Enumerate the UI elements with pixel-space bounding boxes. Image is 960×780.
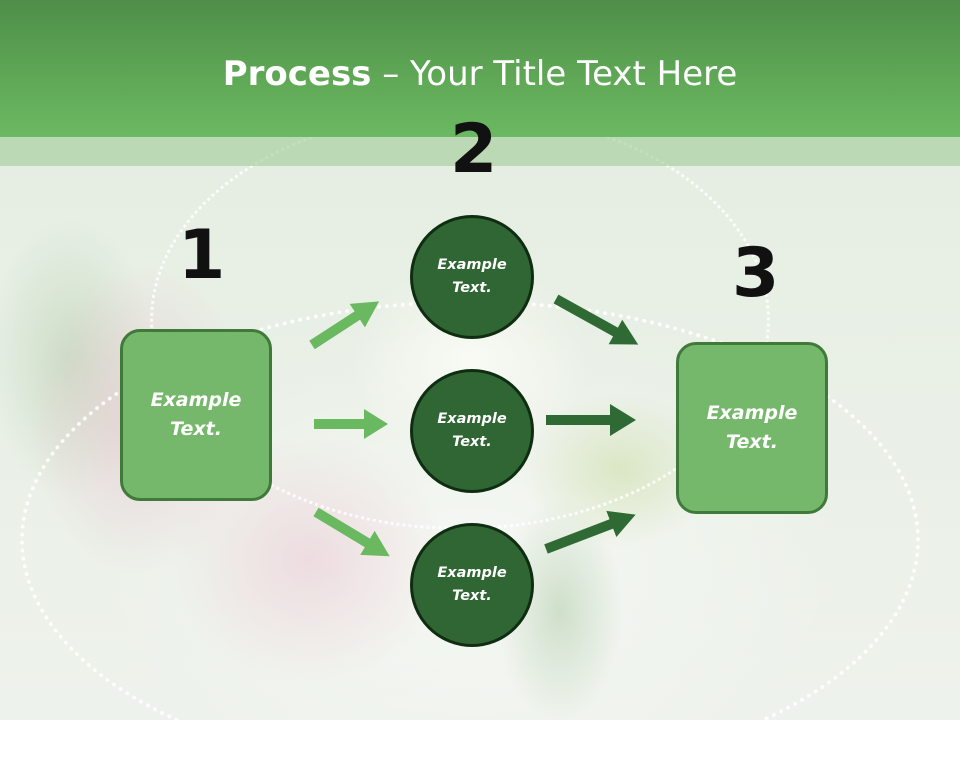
middle-circle-top[interactable]: Example Text. [410,215,534,339]
middle-circle-top-text: Example Text. [437,257,507,296]
middle-circle-bottom[interactable]: Example Text. [410,523,534,647]
title-rest-part: – Your Title Text Here [371,54,738,94]
right-step-box[interactable]: Example Text. [676,342,828,514]
arrow-center-to-right-icon [546,404,636,436]
process-arrows [309,294,639,557]
step-number-1: 1 [178,216,226,295]
title-bar-band [0,137,960,166]
left-step-box-text: Example Text. [150,389,242,440]
left-step-box[interactable]: Example Text. [120,329,272,501]
title-bar [0,0,960,137]
arrow-bottom-to-right-icon [544,510,636,554]
arrow-left-to-center-icon [314,409,388,439]
arrow-top-to-right-icon [553,294,639,345]
arrow-left-to-bottom-icon [313,507,390,557]
step-number-2: 2 [450,110,498,189]
dark-arrows [544,294,639,554]
slide-title[interactable]: Process – Your Title Text Here [0,52,960,96]
title-bold-part: Process [222,54,372,94]
middle-circle-center[interactable]: Example Text. [410,369,534,493]
middle-circle-center-text: Example Text. [437,411,507,450]
arrow-left-to-top-icon [309,301,380,350]
right-step-box-text: Example Text. [706,402,798,453]
step-number-3: 3 [732,234,780,313]
light-arrows [309,301,390,557]
middle-circle-bottom-text: Example Text. [437,565,507,604]
